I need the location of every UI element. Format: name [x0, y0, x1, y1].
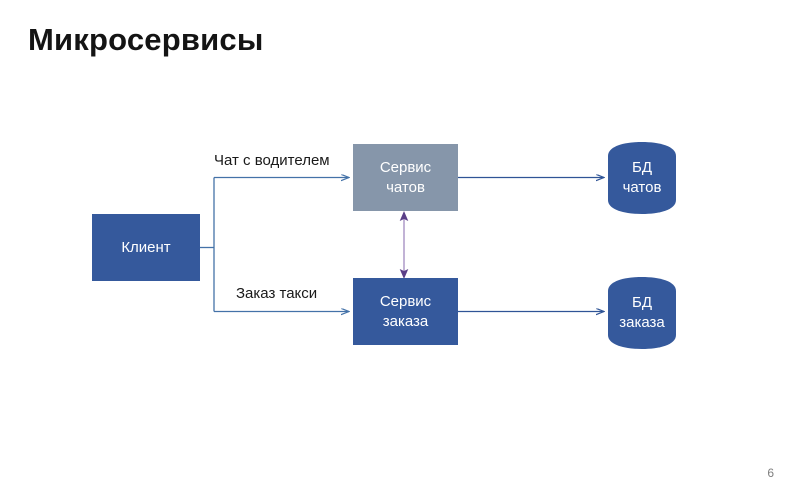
node-client[interactable]: Клиент: [92, 214, 200, 281]
node-order-service-label: Сервис заказа: [379, 292, 432, 330]
edge-label-chat-with-driver: Чат с водителем: [214, 152, 330, 169]
node-chat-service[interactable]: Сервис чатов: [353, 144, 458, 211]
page-number: 6: [767, 466, 774, 480]
database-cylinder-icon: [608, 277, 676, 349]
edge-label-order-taxi: Заказ такси: [236, 285, 318, 302]
node-order-service[interactable]: Сервис заказа: [353, 278, 458, 345]
node-db-chat-label: БД чатов: [622, 159, 662, 196]
node-db-order[interactable]: БД заказа: [608, 277, 676, 349]
node-chat-service-label: Сервис чатов: [379, 158, 432, 196]
node-client-label: Клиент: [121, 238, 171, 256]
page-title: Микросервисы: [28, 22, 264, 57]
database-cylinder-icon: [608, 142, 676, 214]
node-db-chat[interactable]: БД чатов: [608, 142, 676, 214]
node-db-order-label: БД заказа: [619, 294, 665, 331]
edge-chat-service-order-service-bidirectional: [399, 211, 409, 279]
